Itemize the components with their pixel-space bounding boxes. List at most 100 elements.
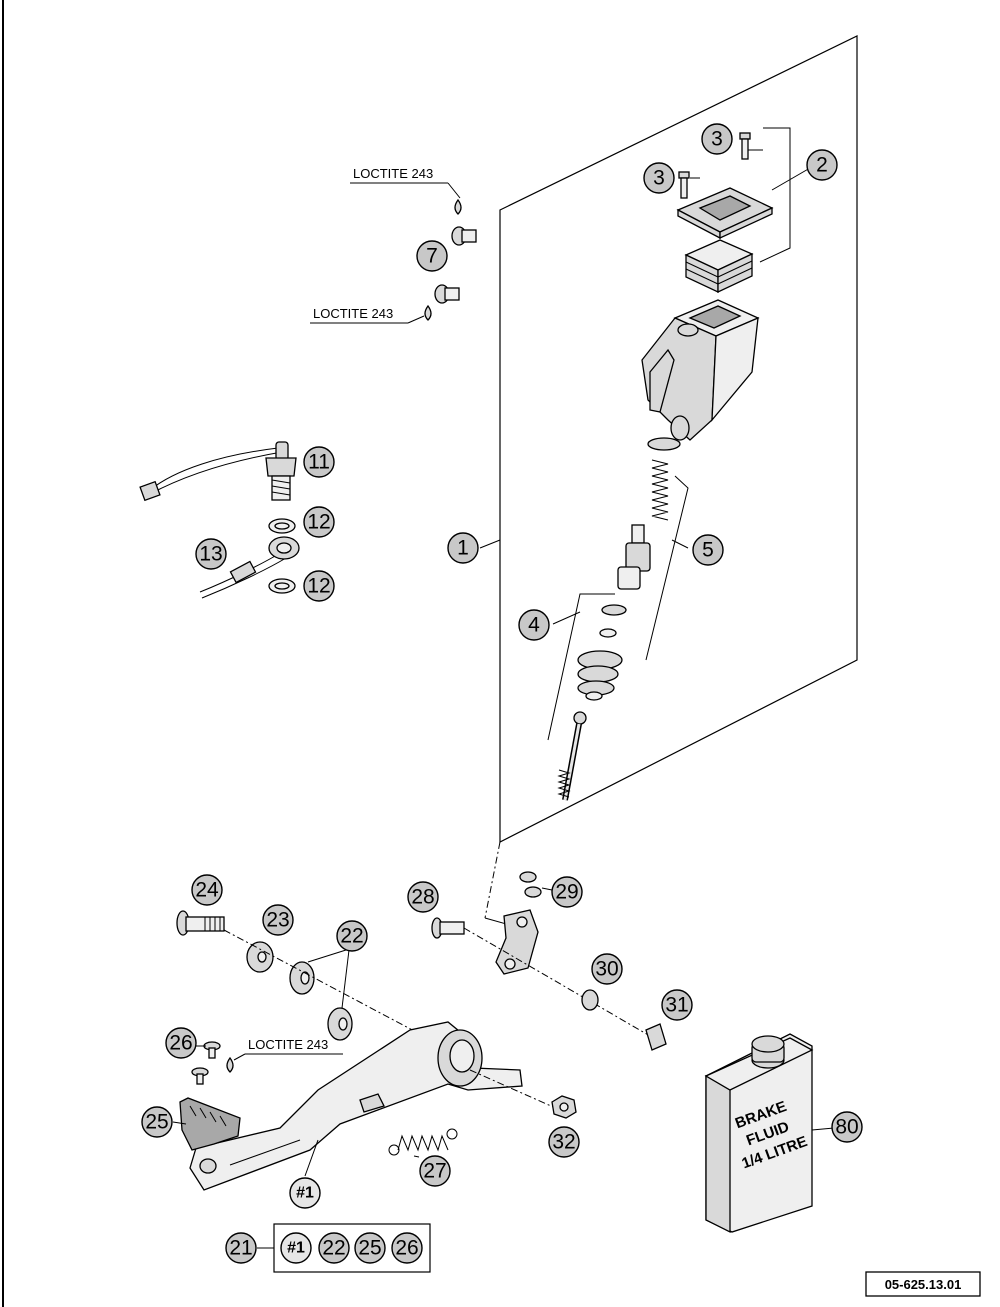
callout-2: 2 xyxy=(806,149,838,181)
svg-text:26: 26 xyxy=(395,1237,418,1260)
callout-5: 5 xyxy=(692,534,724,566)
brake-fluid-bottle: BRAKE FLUID 1/4 LITRE xyxy=(704,1033,814,1234)
loctite-note-top: LOCTITE 243 xyxy=(350,166,461,199)
callout-21: 21 xyxy=(225,1232,257,1264)
callout-1: 1 xyxy=(447,532,479,564)
callout-13: 13 xyxy=(195,538,227,570)
group-5-bracket xyxy=(645,475,689,661)
svg-text:#1: #1 xyxy=(296,1185,314,1202)
callout-25: 25 xyxy=(141,1106,173,1138)
loctite-bottom-text: LOCTITE 243 xyxy=(248,1037,328,1052)
nut-29 xyxy=(519,871,542,898)
callout-30: 30 xyxy=(591,953,623,985)
callout-pedal: #1 xyxy=(289,1177,321,1209)
group-4-bracket xyxy=(547,593,615,741)
dust-boot xyxy=(577,650,623,701)
svg-text:21: 21 xyxy=(229,1237,252,1260)
kit-item-25: 25 xyxy=(354,1232,386,1264)
svg-text:2: 2 xyxy=(816,154,828,177)
svg-text:28: 28 xyxy=(411,886,434,909)
banjo-bolt-7-upper xyxy=(451,226,477,246)
loctite-drop-top xyxy=(454,198,462,215)
washer-23 xyxy=(246,941,274,973)
assembly-1-outline xyxy=(499,35,858,843)
callout-27: 27 xyxy=(419,1155,451,1187)
loctite-note-bottom: LOCTITE 243 xyxy=(233,1037,343,1061)
washer-30 xyxy=(581,989,599,1011)
seal-ring xyxy=(599,604,627,638)
svg-text:31: 31 xyxy=(665,994,688,1017)
callout-12-upper: 12 xyxy=(303,506,335,538)
footrest-25 xyxy=(179,1097,241,1151)
banjo-bolt-7-lower xyxy=(434,284,460,304)
svg-text:7: 7 xyxy=(426,245,438,268)
callout-12-lower: 12 xyxy=(303,570,335,602)
callout-80: 80 xyxy=(831,1111,863,1143)
kit-item-pedal: #1 xyxy=(280,1232,312,1264)
svg-text:30: 30 xyxy=(595,958,618,981)
svg-text:12: 12 xyxy=(307,511,330,534)
svg-text:5: 5 xyxy=(702,539,714,562)
nut-32 xyxy=(551,1095,577,1119)
svg-text:23: 23 xyxy=(266,909,289,932)
callout-32: 32 xyxy=(548,1126,580,1158)
screw-3-left xyxy=(678,171,690,199)
loctite-drop-bottom xyxy=(226,1056,234,1073)
screw-26-a xyxy=(203,1041,221,1059)
pivot-bolt-24 xyxy=(176,910,225,936)
kit-item-22: 22 xyxy=(318,1232,350,1264)
screw-26-b xyxy=(191,1067,209,1085)
svg-text:29: 29 xyxy=(555,881,578,904)
reservoir-cover xyxy=(676,187,774,240)
tension-spring-27 xyxy=(388,1128,458,1156)
master-cylinder-body xyxy=(641,299,760,451)
callout-11: 11 xyxy=(303,446,335,478)
screw-3-top xyxy=(739,132,751,160)
svg-text:26: 26 xyxy=(169,1032,192,1055)
callout-7: 7 xyxy=(416,240,448,272)
svg-text:1: 1 xyxy=(457,537,469,560)
callout-31: 31 xyxy=(661,989,693,1021)
reference-text: 05-625.13.01 xyxy=(885,1277,962,1292)
svg-text:24: 24 xyxy=(195,879,219,902)
brake-pedal xyxy=(189,1021,523,1191)
loctite-mid-text: LOCTITE 243 xyxy=(313,306,393,321)
push-rod xyxy=(557,711,587,801)
svg-text:3: 3 xyxy=(653,167,665,190)
callout-29: 29 xyxy=(551,876,583,908)
loctite-drop-mid xyxy=(424,304,432,321)
callout-4: 4 xyxy=(518,609,550,641)
callout-22: 22 xyxy=(336,920,368,952)
group-2-bracket xyxy=(759,127,791,263)
brake-light-switch xyxy=(139,441,297,502)
cotter-pin-31 xyxy=(645,1023,667,1051)
svg-text:13: 13 xyxy=(199,543,222,566)
svg-text:3: 3 xyxy=(711,128,723,151)
svg-text:22: 22 xyxy=(340,925,363,948)
callout-3-top: 3 xyxy=(701,123,733,155)
piston xyxy=(617,524,651,590)
svg-text:#1: #1 xyxy=(287,1240,305,1257)
svg-text:11: 11 xyxy=(308,451,330,474)
svg-text:32: 32 xyxy=(552,1131,575,1154)
callout-26: 26 xyxy=(165,1027,197,1059)
bushing-22-b xyxy=(327,1007,353,1041)
svg-text:25: 25 xyxy=(358,1237,381,1260)
reference-number: 05-625.13.01 xyxy=(865,1271,981,1297)
reservoir-diaphragm xyxy=(684,239,754,294)
svg-text:27: 27 xyxy=(423,1160,446,1183)
svg-text:25: 25 xyxy=(145,1111,168,1134)
callout-3-left: 3 xyxy=(643,162,675,194)
brake-hose xyxy=(199,536,300,599)
callout-28: 28 xyxy=(407,881,439,913)
svg-text:80: 80 xyxy=(835,1116,858,1139)
loctite-top-text: LOCTITE 243 xyxy=(353,166,433,181)
svg-text:4: 4 xyxy=(528,614,540,637)
svg-text:12: 12 xyxy=(307,575,330,598)
callout-24: 24 xyxy=(191,874,223,906)
pin-28 xyxy=(431,917,465,939)
loctite-note-mid: LOCTITE 243 xyxy=(310,306,425,324)
bushing-22-a xyxy=(289,961,315,995)
clevis xyxy=(495,909,539,975)
return-spring xyxy=(651,459,669,521)
